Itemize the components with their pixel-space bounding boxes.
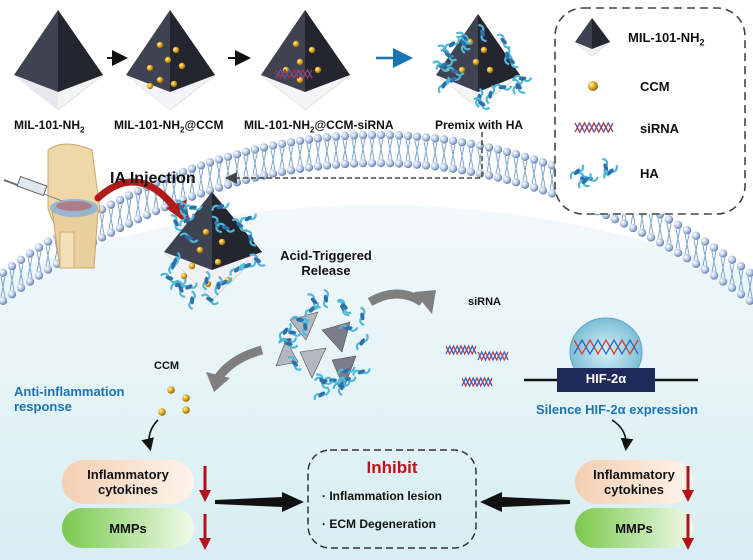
- legend-label-mil: MIL-101-NH2: [628, 30, 705, 48]
- released-sirna: [445, 344, 509, 388]
- inhibit-item-1: · Inflammation lesion: [322, 489, 443, 503]
- cytokines-pill-right: [575, 460, 693, 504]
- legend-sirna-helix-icon: [574, 121, 614, 134]
- mmps-pill-right: [575, 508, 693, 548]
- legend-octahedron-icon: [575, 18, 610, 56]
- ccm-dots-step2: [146, 41, 186, 90]
- inhibit-item-2: · ECM Degeneration: [322, 517, 437, 531]
- octahedron-step1: [14, 10, 103, 110]
- arrow-right-to-inhibit: [480, 492, 570, 512]
- arrow-ccm-to-cytokines: [141, 419, 159, 452]
- anti-inflammation-label: Anti-inflammation response: [14, 384, 125, 414]
- sirna-label: siRNA: [468, 296, 502, 308]
- down-arrow-mmps-left: [199, 514, 211, 550]
- dna-helix-icon: [573, 338, 639, 356]
- hif-gene-box: [557, 368, 655, 392]
- arrow-hif-to-cytokines: [611, 419, 634, 452]
- ccm-label: CCM: [154, 360, 180, 372]
- legend-label-ha: HA: [640, 166, 659, 181]
- ha-coating-particle: [159, 199, 266, 311]
- arrow-to-ccm: [214, 345, 264, 381]
- ha-coating-step4: [432, 23, 533, 110]
- down-arrow-cytokines-left: [199, 466, 211, 502]
- injection-curved-arrow: [94, 178, 182, 216]
- legend-ha-strand-icon: [569, 157, 618, 189]
- ccm-dots-particle: [180, 228, 232, 288]
- ha-release-strands: [278, 288, 371, 401]
- legend-ccm-dot-icon: [588, 81, 598, 91]
- syringe-icon: [3, 175, 63, 202]
- cell-membrane: [0, 130, 753, 305]
- cytokines-pill-left: [62, 460, 194, 504]
- step3-label: MIL-101-NH2@CCM-siRNA: [244, 118, 394, 135]
- arrow-to-ccm-head: [206, 372, 230, 392]
- particle-entering-cell: [164, 192, 262, 300]
- acid-triggered-label: Acid-Triggered Release: [280, 248, 372, 278]
- released-ccm-dots: [158, 386, 190, 416]
- legend-box: [554, 7, 746, 215]
- legend-label-ccm: CCM: [640, 79, 670, 94]
- down-arrow-cytokines-right: [682, 466, 694, 502]
- step1-label: MIL-101-NH2: [14, 118, 85, 135]
- arrow-to-sirna: [367, 289, 425, 306]
- inhibit-box: [307, 449, 477, 549]
- step4-label: Premix with HA: [435, 118, 524, 132]
- sirna-on-step3: [275, 68, 313, 80]
- octahedron-step3: [261, 10, 350, 110]
- inhibit-title: Inhibit: [366, 458, 418, 477]
- ia-injection-label: IA Injection: [110, 170, 196, 187]
- down-arrow-mmps-right: [682, 514, 694, 550]
- mmps-pill-left: [62, 508, 194, 548]
- hif-label: HIF-2α: [585, 371, 627, 386]
- mmps-text-left: MMPs: [109, 520, 147, 536]
- legend-label-sirna: siRNA: [640, 121, 680, 136]
- knee-joint-icon: [47, 143, 101, 269]
- step2-label: MIL-101-NH2@CCM: [114, 118, 224, 135]
- arrow-to-sirna-head: [414, 290, 436, 314]
- mmps-text-right: MMPs: [615, 520, 653, 536]
- silence-hif-label: Silence HIF-2α expression: [536, 402, 698, 417]
- arrow-left-to-inhibit: [215, 492, 304, 512]
